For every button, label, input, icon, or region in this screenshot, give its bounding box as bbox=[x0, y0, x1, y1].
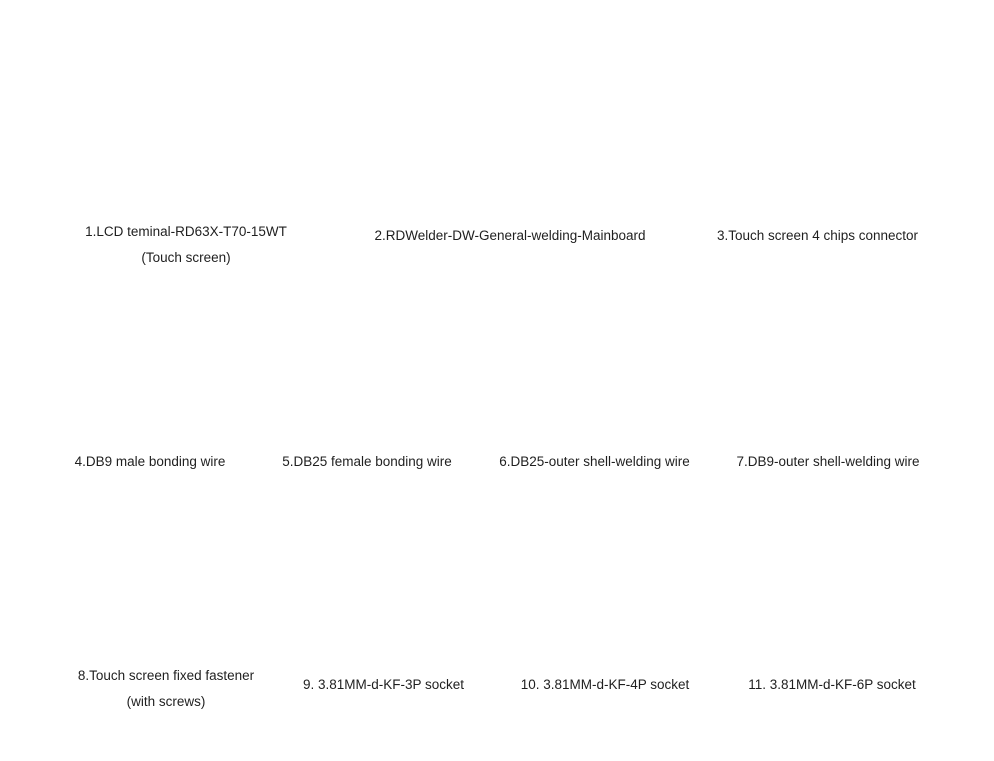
caption-line: 6.DB25-outer shell-welding wire bbox=[499, 454, 690, 469]
caption-line: 10. 3.81MM-d-KF-4P socket bbox=[520, 677, 690, 692]
caption-line: 2.RDWelder-DW-General-welding-Mainboard bbox=[374, 228, 646, 243]
caption-line: 1.LCD teminal-RD63X-T70-15WT bbox=[85, 224, 287, 239]
caption-line: 5.DB25 female bonding wire bbox=[282, 454, 452, 469]
caption-line: 3.Touch screen 4 chips connector bbox=[716, 228, 919, 243]
caption-line: 9. 3.81MM-d-KF-3P socket bbox=[302, 677, 465, 692]
caption-line: 11. 3.81MM-d-KF-6P socket bbox=[748, 677, 916, 692]
caption-line: 4.DB9 male bonding wire bbox=[74, 454, 226, 469]
caption-line: 7.DB9-outer shell-welding wire bbox=[736, 454, 920, 469]
caption-line: (Touch screen) bbox=[141, 250, 231, 265]
caption-line: (with screws) bbox=[126, 694, 206, 709]
caption-line: 8.Touch screen fixed fastener bbox=[77, 668, 255, 683]
